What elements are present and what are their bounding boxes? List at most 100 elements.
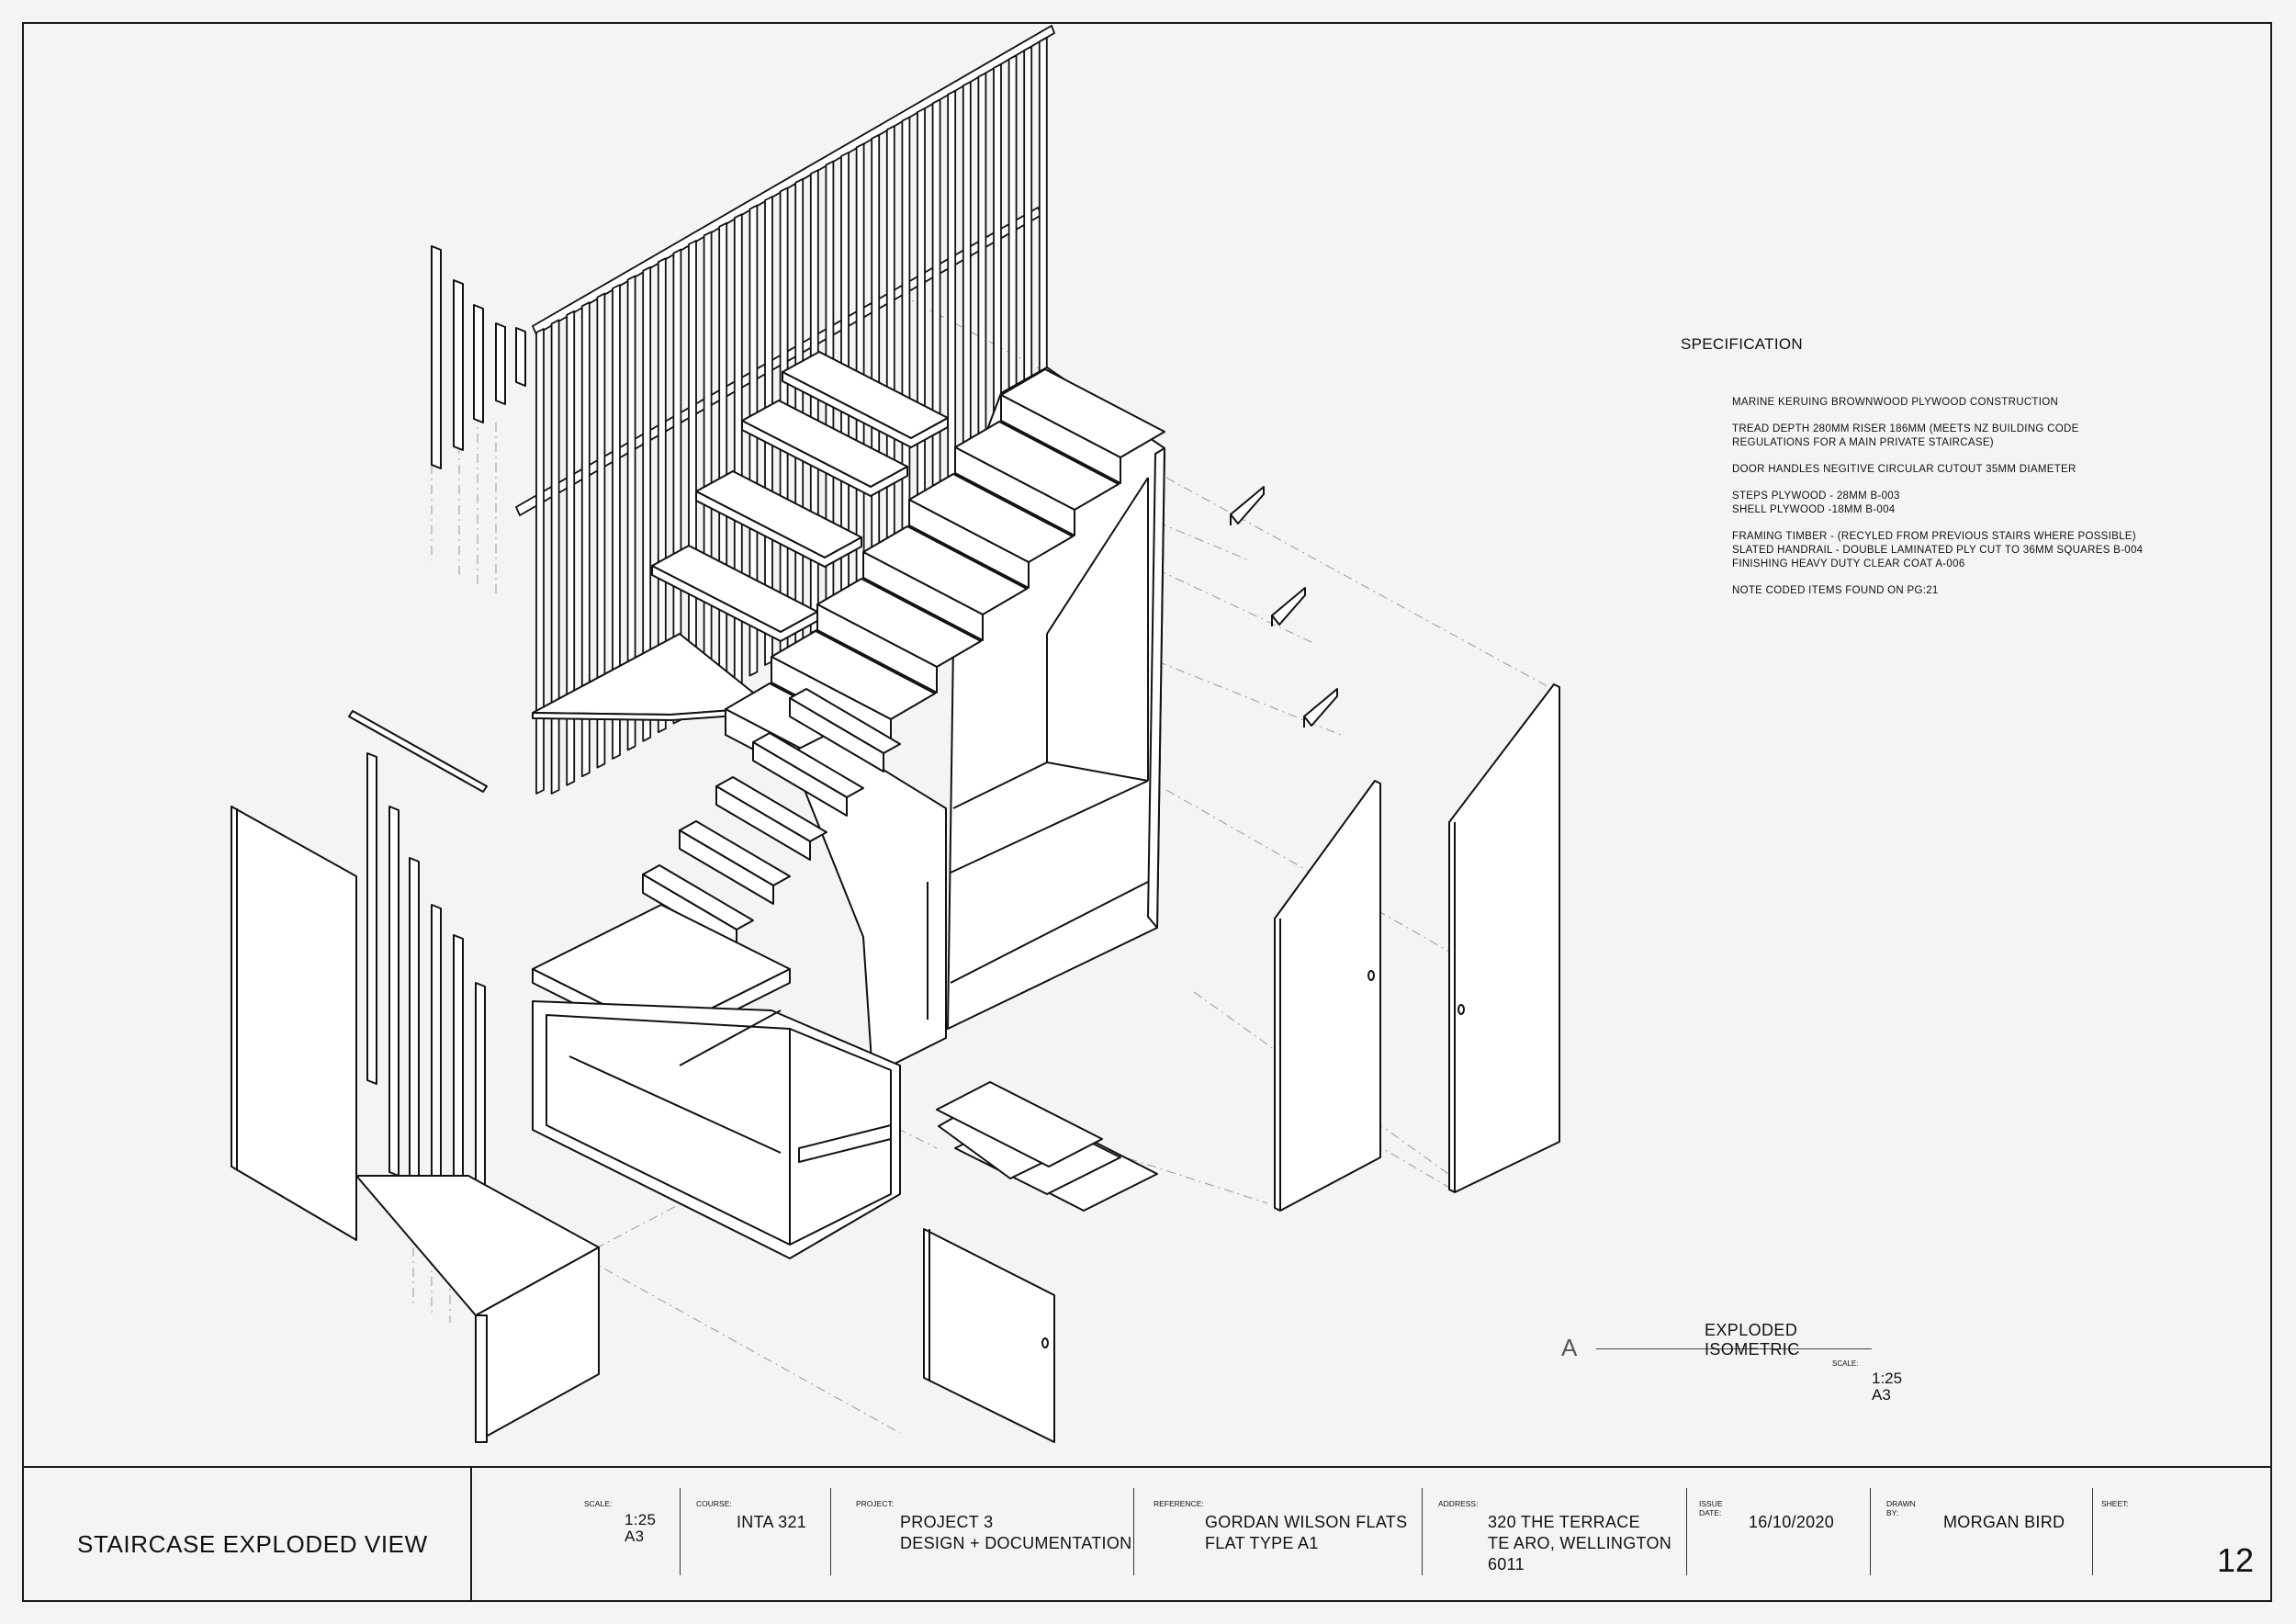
handrail-slat: [597, 294, 604, 768]
stair-riser: [1001, 395, 1120, 483]
triangular-bracket: [1272, 588, 1305, 625]
left-door-panel: [231, 806, 356, 1240]
right-doors: [1275, 684, 1559, 1211]
title-block-divider: [470, 1468, 472, 1602]
spec-line: SHELL PLYWOOD -18MM B-004: [1732, 504, 1896, 515]
post: [454, 280, 463, 450]
loose-tread-edge: [782, 372, 948, 447]
handrail-slat: [872, 135, 879, 591]
post: [496, 323, 505, 404]
sheet-border: [22, 22, 2272, 1602]
handrail-slat: [628, 276, 636, 750]
left-post: [367, 753, 377, 1084]
triangular-bracket: [1304, 689, 1337, 726]
field-label: ADDRESS:: [1438, 1499, 1479, 1508]
field-label: SCALE:: [584, 1499, 613, 1508]
handrail-slat: [887, 126, 895, 580]
spec-line: STEPS PLYWOOD - 28MM B-003: [1732, 491, 1900, 502]
handrail-slat: [933, 99, 940, 547]
left-post: [389, 806, 399, 1176]
loose-tread-edge: [742, 421, 907, 496]
drawing-title: STAIRCASE EXPLODED VIEW: [77, 1530, 428, 1558]
left-post: [410, 858, 419, 1194]
spec-line: DOOR HANDLES NEGITIVE CIRCULAR CUTOUT 35…: [1732, 464, 2077, 475]
lower-riser: [716, 786, 810, 860]
field-separator: [1133, 1488, 1134, 1575]
handrail-slat: [567, 311, 574, 785]
spec-paragraph: TREAD DEPTH 280MM RISER 186MM (MEETS NZ …: [1732, 423, 2232, 450]
upper-slatted-handrail: [516, 26, 1054, 794]
view-scale-label: SCALE:: [1832, 1359, 1859, 1368]
upper-loose-posts: [432, 246, 525, 468]
field-separator: [2092, 1488, 2093, 1575]
bottom-landing-box: [533, 905, 900, 1258]
spec-line: FRAMING TIMBER - (RECYLED FROM PREVIOUS …: [1732, 531, 2136, 542]
spec-line: REGULATIONS FOR A MAIN PRIVATE STAIRCASE…: [1732, 437, 1994, 448]
field-label: SHEET:: [2101, 1499, 2129, 1508]
post: [516, 328, 525, 386]
specification-body: MARINE KERUING BROWNWOOD PLYWOOD CONSTRU…: [1732, 396, 2232, 598]
field-label: PROJECT:: [856, 1499, 895, 1508]
field-value: 320 THE TERRACE TE ARO, WELLINGTON 6011: [1488, 1513, 1672, 1573]
field-separator: [1870, 1488, 1871, 1575]
stair-riser: [863, 552, 983, 640]
handrail-slat: [643, 267, 650, 741]
field-separator: [680, 1488, 681, 1575]
specification-notes: SPECIFICATION MARINE KERUING BROWNWOOD P…: [1681, 335, 2232, 611]
bench-block: [356, 1176, 599, 1442]
post: [432, 246, 441, 468]
field-label: ISSUE DATE:: [1699, 1499, 1723, 1517]
specification-title: SPECIFICATION: [1681, 335, 1803, 353]
lower-riser: [790, 698, 884, 772]
handrail-slat: [582, 302, 590, 776]
spec-line: NOTE CODED ITEMS FOUND ON PG:21: [1732, 585, 1939, 596]
title-block: STAIRCASE EXPLODED VIEW SCALE: 1:25 A3 C…: [22, 1466, 2272, 1602]
post: [474, 305, 483, 423]
lower-stair-cabinet: [643, 689, 946, 1075]
handrail-slat: [613, 285, 620, 759]
field-value: MORGAN BIRD: [1943, 1513, 2065, 1531]
view-letter: A: [1561, 1334, 1578, 1361]
spec-line: TREAD DEPTH 280MM RISER 186MM (MEETS NZ …: [1732, 423, 2079, 434]
left-rail-and-posts: [349, 711, 487, 1304]
stair-riser: [817, 604, 937, 693]
handrail-slat: [536, 329, 544, 794]
view-scale-value: 1:25 A3: [1872, 1370, 1903, 1404]
small-cabinet-door: [924, 1229, 1054, 1442]
spec-line: MARINE KERUING BROWNWOOD PLYWOOD CONSTRU…: [1732, 397, 2059, 408]
view-label: A EXPLODED ISOMETRIC SCALE: 1:25 A3: [1552, 1315, 1902, 1404]
lower-riser: [680, 830, 773, 904]
spec-paragraph: DOOR HANDLES NEGITIVE CIRCULAR CUTOUT 35…: [1732, 463, 2232, 477]
field-value: INTA 321: [737, 1513, 807, 1531]
field-value: PROJECT 3 DESIGN + DOCUMENTATION: [900, 1513, 1132, 1552]
handrail-slat: [704, 231, 712, 705]
stacked-treads-bottom: [937, 1082, 1157, 1211]
view-title: EXPLODED ISOMETRIC: [1705, 1321, 1800, 1359]
handrail-slat: [552, 320, 559, 794]
field-label: COURSE:: [696, 1499, 732, 1508]
spec-paragraph: MARINE KERUING BROWNWOOD PLYWOOD CONSTRU…: [1732, 396, 2232, 410]
handrail-slat: [719, 223, 726, 697]
triangular-brackets: [1231, 487, 1337, 727]
spec-line: SLATED HANDRAIL - DOUBLE LAMINATED PLY C…: [1732, 545, 2144, 556]
view-underline: [1596, 1348, 1872, 1349]
spec-paragraph: FRAMING TIMBER - (RECYLED FROM PREVIOUS …: [1732, 530, 2232, 571]
spec-line: FINISHING HEAVY DUTY CLEAR COAT A-006: [1732, 558, 1965, 570]
field-value: 16/10/2020: [1749, 1513, 1835, 1531]
field-separator: [1686, 1488, 1687, 1575]
triangular-bracket: [1231, 487, 1264, 524]
sheet-number: 12: [2217, 1541, 2255, 1579]
field-separator: [1422, 1488, 1423, 1575]
field-label: DRAWN BY:: [1886, 1499, 1916, 1517]
field-value: GORDAN WILSON FLATS FLAT TYPE A1: [1205, 1513, 1408, 1552]
left-post: [432, 905, 441, 1212]
field-separator: [830, 1488, 831, 1575]
field-label: REFERENCE:: [1154, 1499, 1204, 1508]
stair-riser: [955, 447, 1075, 536]
spec-paragraph: NOTE CODED ITEMS FOUND ON PG:21: [1732, 584, 2232, 598]
stair-riser: [909, 500, 1029, 588]
loose-tread-edge: [696, 491, 861, 567]
lower-riser: [753, 742, 847, 816]
